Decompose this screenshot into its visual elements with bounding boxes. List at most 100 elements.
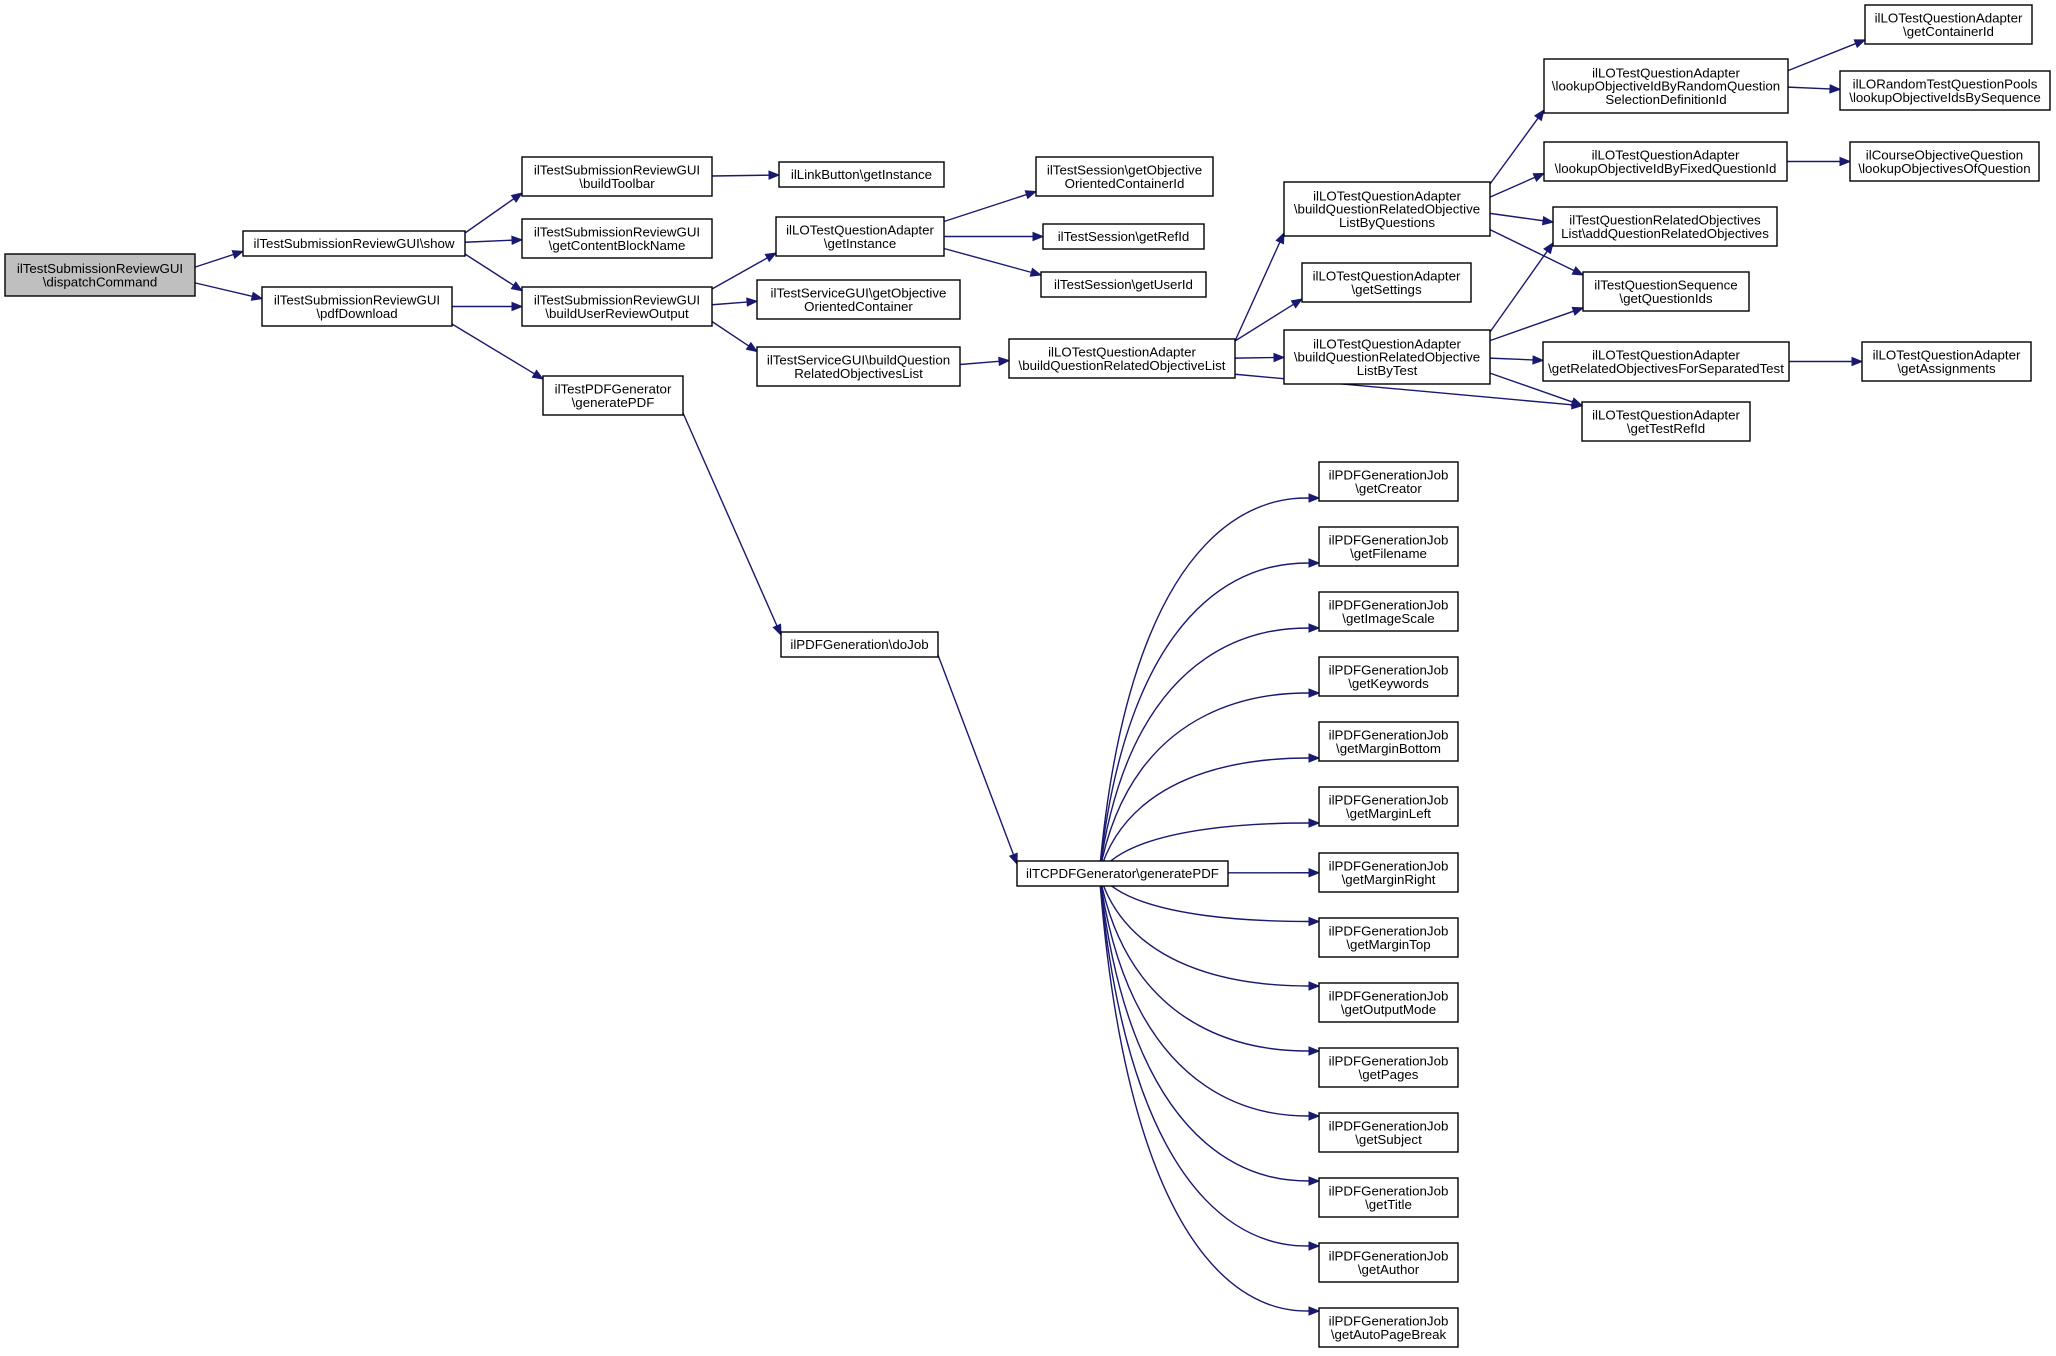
edge-svcBuildQROL-to-loBuildQROL [959,356,1011,367]
node-box [1318,982,1459,1023]
edge-line [1098,822,1310,874]
node-label-line: SelectionDefinitionId [1605,92,1726,107]
node-jMarginTop[interactable]: ilPDFGenerationJob\getMarginTop [1318,917,1459,958]
node-label-line: ilTestSubmissionReviewGUI\show [254,236,455,251]
edge-line [464,198,515,234]
arrowhead-icon [768,170,781,180]
node-label-line: \getContentBlockName [549,238,686,253]
node-label-line: \getInstance [824,236,896,251]
edge-line [1489,228,1575,272]
edge-tcpdf-to-jMarginLeft [1098,818,1321,874]
node-label-line: ListByQuestions [1339,215,1435,230]
node-label-line: ilPDFGenerationJob [1329,1053,1449,1068]
node-box [521,156,713,197]
node-svcBuildQROL[interactable]: ilTestServiceGUI\buildQuestionRelatedObj… [756,346,961,387]
node-pdfdl[interactable]: ilTestSubmissionReviewGUI\pdfDownload [261,286,453,327]
node-show[interactable]: ilTestSubmissionReviewGUI\show [242,230,466,257]
node-label-line: ilLOTestQuestionAdapter [1313,336,1461,351]
node-loRelSep[interactable]: ilLOTestQuestionAdapter\getRelatedObject… [1542,341,1790,382]
node-linkBtn[interactable]: ilLinkButton\getInstance [778,161,945,188]
node-pdfGen[interactable]: ilTestPDFGenerator\generatePDF [542,375,684,416]
edge-line [194,282,253,298]
node-loByTest[interactable]: ilLOTestQuestionAdapter\buildQuestionRel… [1283,329,1491,385]
node-label-line: \lookupObjectiveIdByRandomQuestion [1552,79,1780,94]
node-loContainerId[interactable]: ilLOTestQuestionAdapter\getContainerId [1864,4,2033,45]
node-label-line: \getAuthor [1358,1262,1420,1277]
node-label-line: ilPDFGenerationJob [1329,1183,1449,1198]
node-qroAdd[interactable]: ilTestQuestionRelatedObjectivesList\addQ… [1552,206,1778,247]
arrowhead-icon [764,252,778,263]
node-loTestRefId[interactable]: ilLOTestQuestionAdapter\getTestRefId [1581,401,1751,442]
node-jTitle[interactable]: ilPDFGenerationJob\getTitle [1318,1177,1459,1218]
node-loGetSettings[interactable]: ilLOTestQuestionAdapter\getSettings [1301,262,1472,303]
edge-line [1098,692,1310,874]
edge-tcpdf-to-jOutputMode [1098,873,1321,991]
node-jFilename[interactable]: ilPDFGenerationJob\getFilename [1318,526,1459,567]
node-label-line: ilPDFGenerationJob [1329,923,1449,938]
arrowhead-icon [746,297,759,307]
node-box [1035,156,1214,197]
node-loAdapterInst[interactable]: ilLOTestQuestionAdapter\getInstance [775,216,945,257]
node-loLookupRandom[interactable]: ilLOTestQuestionAdapter\lookupObjectiveI… [1543,58,1789,114]
node-qseqIds[interactable]: ilTestQuestionSequence\getQuestionIds [1582,271,1750,312]
node-label-line: ListByTest [1357,363,1418,378]
edge-show-to-buildToolbar [464,192,524,234]
node-doJob[interactable]: ilPDFGeneration\doJob [780,631,939,658]
node-label-line: ilPDFGenerationJob [1329,532,1449,547]
node-loBuildQROL[interactable]: ilLOTestQuestionAdapter\buildQuestionRel… [1008,338,1236,379]
node-jCreator[interactable]: ilPDFGenerationJob\getCreator [1318,461,1459,502]
node-jKeywords[interactable]: ilPDFGenerationJob\getKeywords [1318,656,1459,697]
node-svcObjContainer[interactable]: ilTestServiceGUI\getObjectiveOrientedCon… [756,279,961,320]
edge-show-to-buildUserReviewOutput [464,253,524,292]
node-loLookupFixed[interactable]: ilLOTestQuestionAdapter\lookupObjectiveI… [1543,141,1788,182]
edges-layer [194,39,1867,1316]
edge-pdfGen-to-doJob [682,412,782,637]
arrowhead-icon [1032,231,1045,242]
edge-line [1489,250,1548,333]
arrowhead-icon [1543,241,1554,255]
arrowhead-icon [772,623,782,637]
node-jImageScale[interactable]: ilPDFGenerationJob\getImageScale [1318,591,1459,632]
edge-loByTest-to-loRelSep [1489,355,1545,365]
node-jMarginRight[interactable]: ilPDFGenerationJob\getMarginRight [1318,852,1459,893]
edge-tcpdf-to-jKeywords [1098,688,1321,874]
edge-loByTest-to-qroAdd [1489,241,1554,333]
node-jAutoPageBreak[interactable]: ilPDFGenerationJob\getAutoPageBreak [1318,1307,1459,1348]
node-tcpdf[interactable]: ilTCPDFGenerator\generatePDF [1016,860,1229,887]
node-label-line: \buildUserReviewOutput [545,306,689,321]
arrowhead-icon [1308,981,1321,991]
arrowhead-icon [1541,215,1555,226]
node-root[interactable]: ilTestSubmissionReviewGUI\dispatchComman… [4,253,196,297]
node-buildUserReviewOutput[interactable]: ilTestSubmissionReviewGUI\buildUserRevie… [521,286,713,327]
arrowhead-icon [1851,356,1864,367]
edge-tcpdf-to-jSubject [1098,873,1321,1121]
node-jSubject[interactable]: ilPDFGenerationJob\getSubject [1318,1112,1459,1153]
node-box [1318,852,1459,893]
edge-line [1489,117,1539,185]
edge-buildToolbar-to-linkBtn [711,170,781,180]
arrowhead-icon [1308,916,1321,927]
node-jMarginLeft[interactable]: ilPDFGenerationJob\getMarginLeft [1318,786,1459,827]
edge-line [1098,873,1310,1117]
edge-line [1098,873,1310,1052]
node-label-line: \getImageScale [1342,611,1434,626]
node-loAssignments[interactable]: ilLOTestQuestionAdapter\getAssignments [1861,341,2032,382]
node-label-line: \getMarginBottom [1336,741,1441,756]
edge-line [1489,212,1544,222]
node-sessRefId[interactable]: ilTestSession\getRefId [1042,223,1205,250]
node-randomPools[interactable]: ilLORandomTestQuestionPools\lookupObject… [1839,70,2051,111]
node-getContentBlockName[interactable]: ilTestSubmissionReviewGUI\getContentBloc… [521,218,713,259]
node-label-line: \buildQuestionRelatedObjective [1294,202,1480,217]
node-jMarginBottom[interactable]: ilPDFGenerationJob\getMarginBottom [1318,721,1459,762]
node-buildToolbar[interactable]: ilTestSubmissionReviewGUI\buildToolbar [521,156,713,197]
node-jAuthor[interactable]: ilPDFGenerationJob\getAuthor [1318,1242,1459,1283]
node-sessObjContainer[interactable]: ilTestSession\getObjectiveOrientedContai… [1035,156,1214,197]
node-sessUserId[interactable]: ilTestSession\getUserId [1040,271,1207,298]
node-box [242,230,466,257]
arrowhead-icon [231,250,245,260]
node-loByQuestions[interactable]: ilLOTestQuestionAdapter\buildQuestionRel… [1283,181,1491,237]
node-label-line: OrientedContainerId [1065,176,1185,191]
node-jPages[interactable]: ilPDFGenerationJob\getPages [1318,1047,1459,1088]
node-courseObjQ[interactable]: ilCourseObjectiveQuestion\lookupObjectiv… [1849,141,2040,182]
node-jOutputMode[interactable]: ilPDFGenerationJob\getOutputMode [1318,982,1459,1023]
